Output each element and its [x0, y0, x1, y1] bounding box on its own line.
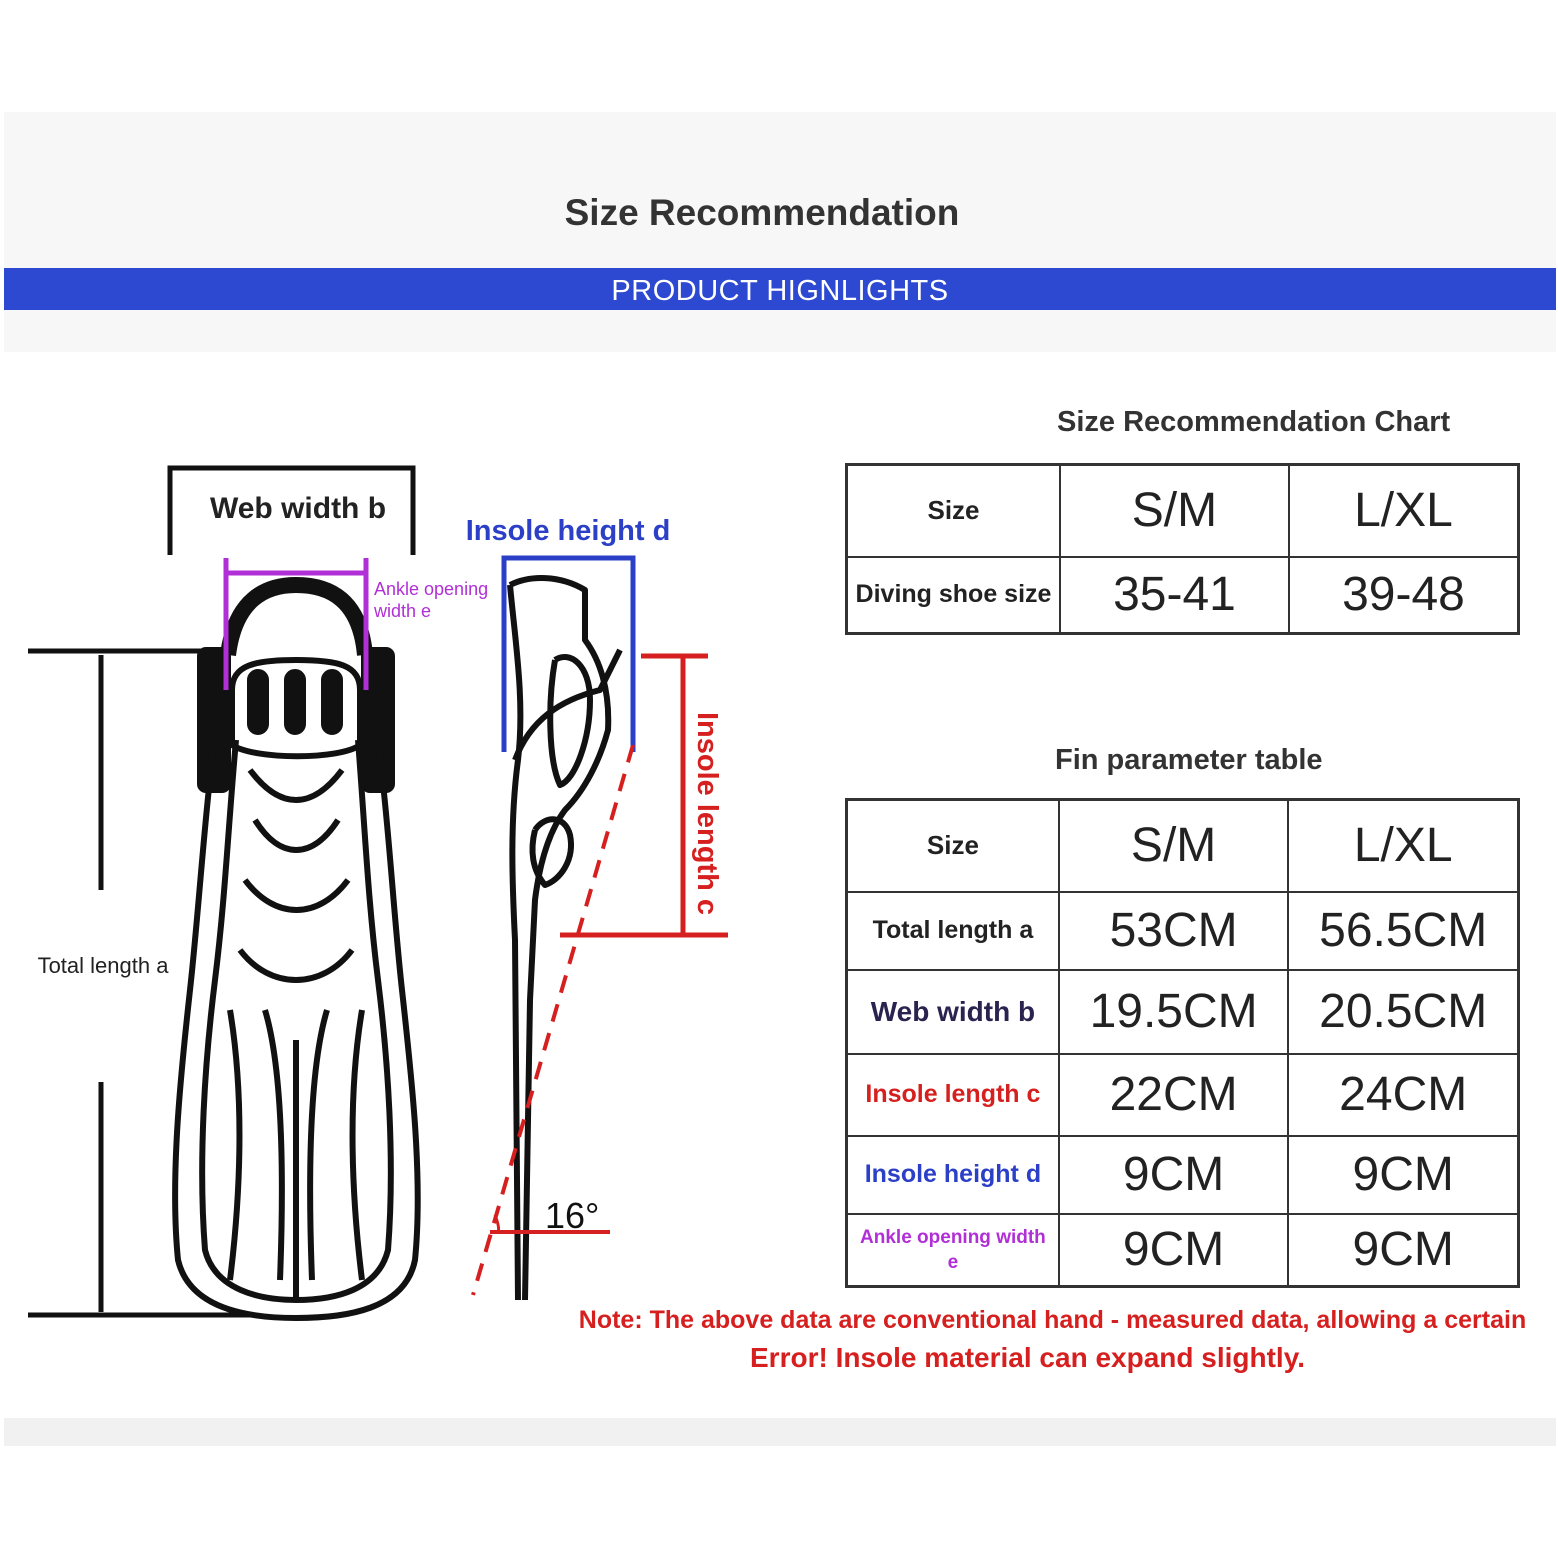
table-row: Size S/M L/XL: [845, 798, 1520, 893]
insole-length-row-label: Insole length c: [845, 1052, 1060, 1137]
angle-label: 16°: [545, 1195, 599, 1236]
table-row: Insole length c 22CM 24CM: [845, 1052, 1520, 1137]
size-chart-title: Size Recommendation Chart: [1057, 406, 1451, 438]
web-width-row-label: Web width b: [845, 968, 1060, 1055]
insole-length-label: Insole length c: [691, 712, 723, 915]
insole-length-marker: Insole length c: [560, 653, 728, 938]
insole-height-row-label: Insole height d: [845, 1134, 1060, 1215]
page-title: Size Recommendation: [564, 192, 960, 233]
total-length-marker: Total length a: [28, 648, 255, 1318]
fin-table-title: Fin parameter table: [1055, 744, 1323, 776]
table-row: Insole height d 9CM 9CM: [845, 1134, 1520, 1215]
size-chart-table: Size S/M L/XL Diving shoe size 35-41 39-…: [845, 463, 1520, 635]
angle-indicator: 16°: [471, 744, 635, 1296]
size-sm-header: S/M: [1059, 463, 1290, 558]
header-band: [4, 112, 1556, 352]
ankle-opening-label-line1: Ankle opening: [374, 579, 488, 599]
fin-front-view: [172, 577, 421, 1321]
insole-length-sm: 22CM: [1057, 1052, 1290, 1137]
size-lxl-header: L/XL: [1287, 798, 1520, 893]
insole-height-label: Insole height d: [466, 515, 671, 547]
web-width-bracket: Web width b: [167, 465, 416, 555]
table-row: Web width b 19.5CM 20.5CM: [845, 968, 1520, 1055]
ankle-opening-row-label: Ankle opening width e: [845, 1212, 1060, 1288]
web-width-sm: 19.5CM: [1057, 968, 1290, 1055]
size-lxl-header: L/XL: [1287, 463, 1520, 558]
total-length-lxl: 56.5CM: [1287, 890, 1520, 971]
web-width-label: Web width b: [210, 492, 386, 525]
size-header-cell: Size: [845, 798, 1060, 893]
insole-height-sm: 9CM: [1057, 1134, 1290, 1215]
footer-band: [4, 1418, 1556, 1446]
fin-parameter-table: Size S/M L/XL Total length a 53CM 56.5CM…: [845, 798, 1520, 1288]
measurement-note-line1: Note: The above data are conventional ha…: [578, 1306, 1527, 1334]
table-row: Total length a 53CM 56.5CM: [845, 890, 1520, 971]
insole-height-marker: Insole height d: [466, 515, 671, 752]
table-row: Diving shoe size 35-41 39-48: [845, 555, 1520, 635]
ankle-opening-sm: 9CM: [1057, 1212, 1290, 1288]
ankle-opening-lxl: 9CM: [1287, 1212, 1520, 1288]
ankle-opening-row-label-line1: Ankle opening width: [860, 1226, 1046, 1248]
ankle-opening-label-line2: width e: [373, 601, 431, 621]
measurement-note-line2: Error! Insole material can expand slight…: [750, 1342, 1305, 1373]
insole-height-lxl: 9CM: [1287, 1134, 1520, 1215]
shoe-size-lxl: 39-48: [1287, 555, 1520, 635]
total-length-sm: 53CM: [1057, 890, 1290, 971]
product-highlights-banner: PRODUCT HIGNLIGHTS: [4, 268, 1556, 310]
total-length-label: Total length a: [38, 953, 170, 978]
table-row: Ankle opening width e 9CM 9CM: [845, 1212, 1520, 1288]
total-length-row-label: Total length a: [845, 890, 1060, 971]
web-width-lxl: 20.5CM: [1287, 968, 1520, 1055]
shoe-size-sm: 35-41: [1059, 555, 1290, 635]
shoe-size-label: Diving shoe size: [845, 555, 1061, 635]
fin-side-view: [507, 575, 623, 1301]
ankle-opening-marker: Ankle opening width e: [223, 558, 488, 690]
ankle-opening-row-label-line2: e: [947, 1251, 959, 1273]
size-header-cell: Size: [845, 463, 1061, 558]
table-row: Size S/M L/XL: [845, 463, 1520, 558]
size-sm-header: S/M: [1057, 798, 1290, 893]
insole-length-lxl: 24CM: [1287, 1052, 1520, 1137]
